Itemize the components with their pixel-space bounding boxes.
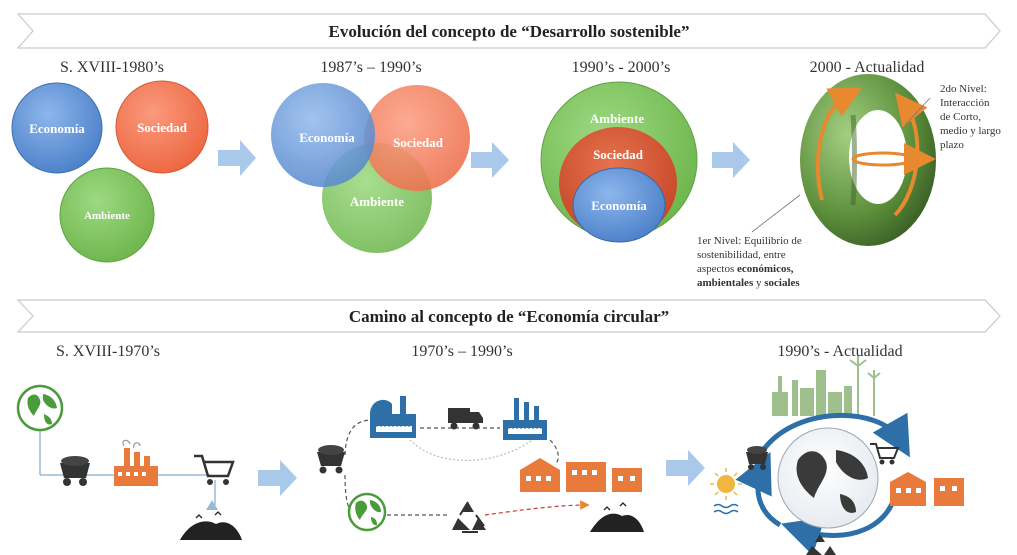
sociedad-label: Sociedad [393,135,444,150]
globe-icon [16,384,64,432]
economia-circle [271,83,375,187]
shopping-cart-icon [870,443,900,465]
truck-icon [448,408,483,430]
globe-icon [347,492,387,532]
period-label-3: 1990’s - 2000’s [572,59,671,76]
transition-arrow [666,450,705,486]
ambiente-label: Ambiente [590,111,644,126]
ambiente-label: Ambiente [84,210,130,222]
period-label-2: 1987’s – 1990’s [320,59,421,76]
svg-text:1er Nivel: Equilibrio de: 1er Nivel: Equilibrio de [697,235,802,247]
transition-arrow [471,142,509,178]
mine-cart-icon [746,446,768,470]
section2-title: Camino al concepto de “Economía circular… [349,307,669,326]
svg-text:2do Nivel:: 2do Nivel: [940,83,987,95]
period-label-4: 2000 - Actualidad [810,59,925,76]
torus-diagram [800,74,936,246]
economia-label: Economía [591,198,647,213]
orange-arrow-icon [815,87,863,201]
transition-arrow [712,142,750,178]
svg-text:aspectos económicos,: aspectos económicos, [697,263,794,275]
stage1-separate-circles: Economía Sociedad Ambiente [11,80,209,263]
houses-icon [520,458,642,492]
sociedad-label: Sociedad [137,120,188,135]
svg-text:Interacción: Interacción [940,97,990,109]
torus-hole [849,110,907,204]
factory-icon [370,396,416,438]
period-label-7: 1990’s - Actualidad [777,343,902,360]
recycle-icon [452,501,486,533]
shopping-cart-icon [194,454,235,485]
period-label-1: S. XVIII-1980’s [60,59,164,76]
stage3-nested-circles: Ambiente Sociedad Economía [540,81,698,243]
transition-arrow [258,460,297,496]
svg-text:medio y largo: medio y largo [940,125,1001,137]
mine-cart-icon [60,456,90,486]
ambiente-label: Ambiente [350,194,404,209]
economia-inner-circle [572,167,666,243]
landfill-icon [180,511,242,540]
ambiente-circle [59,167,155,263]
level2-note: 2do Nivel: Interacción de Corto, medio y… [940,83,1001,151]
transitional-economy [317,396,644,533]
houses-icon [890,472,964,506]
level1-note: 1er Nivel: Equilibrio de sostenibilidad,… [697,235,802,289]
period-label-5: S. XVIII-1970’s [56,343,160,360]
sociedad-label: Sociedad [593,147,644,162]
stage2-overlapping-circles [271,83,470,253]
sociedad-circle [115,80,209,174]
svg-text:sostenibilidad, entre: sostenibilidad, entre [697,249,786,261]
economia-circle [11,82,103,174]
recycle-icon [806,534,836,555]
city-icon [772,356,881,416]
economia-label: Economía [29,121,85,136]
svg-text:de Corto,: de Corto, [940,111,981,123]
svg-text:plazo: plazo [940,139,964,151]
sociedad-circle [364,85,470,191]
transition-arrow [218,140,256,176]
circular-economy [710,356,964,555]
economia-label: Economía [299,130,355,145]
svg-text:ambientales y sociales: ambientales y sociales [697,277,800,289]
section1-title: Evolución del concepto de “Desarrollo so… [329,22,690,41]
globe-icon [777,427,879,529]
landfill-icon [590,502,644,532]
mine-cart-icon [317,445,345,474]
sun-icon [710,468,742,515]
factory-icon [114,439,158,486]
linear-economy [16,384,242,540]
section1-banner: Evolución del concepto de “Desarrollo so… [16,13,1001,49]
period-label-6: 1970’s – 1990’s [411,343,512,360]
section2-banner: Camino al concepto de “Economía circular… [16,299,1001,333]
factory-icon [503,398,547,440]
